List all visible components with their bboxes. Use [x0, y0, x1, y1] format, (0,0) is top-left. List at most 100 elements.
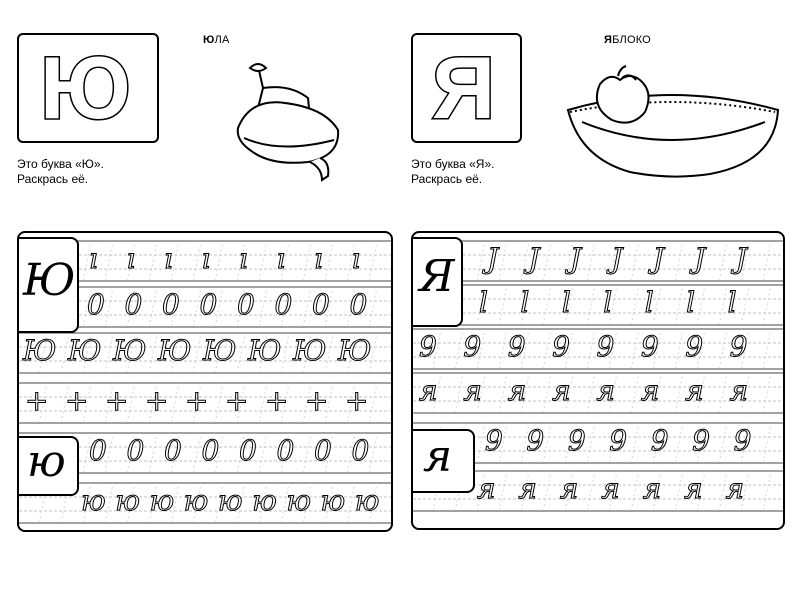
trace-glyph: я: [552, 374, 572, 407]
trace-glyph: +: [104, 384, 129, 417]
trace-glyph: J: [569, 242, 582, 275]
trace-glyph: я: [559, 472, 579, 505]
trace-glyph: 0: [276, 434, 295, 467]
trace-glyph: Ю: [67, 334, 102, 367]
trace-glyph: +: [264, 384, 289, 417]
spinning-top-icon: [236, 63, 340, 182]
trace-glyph: Ю: [157, 334, 192, 367]
caption-line-1: Это буква «Ю».: [17, 157, 104, 171]
trace-glyph: я: [463, 374, 483, 407]
tab-cursive-lower-ya: я: [413, 429, 475, 493]
trace-glyph: ı: [201, 242, 211, 275]
trace-glyph: я: [642, 472, 662, 505]
word-first-letter: Я: [604, 34, 613, 46]
trace-glyph: 0: [87, 288, 106, 321]
trace-glyph: ю: [115, 484, 141, 517]
trace-glyph: +: [184, 384, 209, 417]
trace-glyph: l: [644, 286, 654, 319]
cursive-lower-ya: я: [423, 431, 453, 482]
trace-glyph: ı: [239, 242, 249, 275]
trace-glyph: 9: [463, 330, 482, 363]
trace-glyph: я: [596, 374, 616, 407]
trace-glyph: Ю: [112, 334, 147, 367]
trace-glyph: Ю: [202, 334, 237, 367]
trace-glyph: 0: [312, 288, 331, 321]
trace-glyph: l: [561, 286, 571, 319]
trace-glyph: 9: [567, 424, 586, 457]
trace-glyph: я: [419, 374, 439, 407]
trace-glyph: 9: [419, 330, 438, 363]
letter-box-yu: [17, 33, 159, 143]
trace-glyph: ю: [286, 484, 312, 517]
trace-glyph: ю: [183, 484, 209, 517]
trace-glyph: +: [64, 384, 89, 417]
trace-glyph: я: [684, 472, 704, 505]
trace-glyph: Ю: [22, 334, 57, 367]
trace-glyph: 0: [126, 434, 145, 467]
tab-cursive-upper-ya: Я: [413, 237, 463, 327]
trace-glyph: 0: [274, 288, 293, 321]
caption-line-2: Раскрась её.: [411, 172, 483, 186]
letter-box-ya: [411, 33, 522, 143]
trace-glyph: l: [520, 286, 530, 319]
word-rest: БЛОКО: [612, 34, 651, 46]
caption-ya: Это буква «Я». Раскрась её.: [411, 157, 494, 187]
tab-cursive-lower-yu: ю: [19, 436, 79, 496]
trace-glyph: 9: [685, 330, 704, 363]
trace-glyph: я: [640, 374, 660, 407]
caption-line-1: Это буква «Я».: [411, 157, 495, 171]
trace-glyph: +: [224, 384, 249, 417]
trace-glyph: я: [601, 472, 621, 505]
trace-glyph: 0: [124, 288, 143, 321]
trace-glyph: 0: [199, 288, 218, 321]
trace-glyph: ю: [252, 484, 278, 517]
trace-glyph: 9: [733, 424, 752, 457]
trace-glyph: ı: [89, 242, 99, 275]
trace-glyph: 0: [201, 434, 220, 467]
trace-glyph: 9: [596, 330, 615, 363]
caption-line-2: Раскрась её.: [17, 172, 89, 186]
trace-glyph: ı: [314, 242, 324, 275]
trace-glyph: ı: [126, 242, 136, 275]
trace-glyph: ю: [354, 484, 380, 517]
cursive-upper-ya: Я: [419, 251, 455, 302]
cursive-upper-yu: Ю: [23, 255, 76, 306]
word-rest: ЛА: [214, 34, 230, 46]
trace-glyph: +: [344, 384, 369, 417]
cursive-lower-yu: ю: [27, 436, 66, 487]
trace-glyph: 0: [351, 434, 370, 467]
trace-glyph: l: [603, 286, 613, 319]
trace-glyph: я: [518, 472, 538, 505]
trace-glyph: 9: [526, 424, 545, 457]
trace-glyph: 9: [552, 330, 571, 363]
caption-yu: Это буква «Ю». Раскрась её.: [17, 157, 104, 187]
trace-glyph: ı: [276, 242, 286, 275]
word-yula: ЮЛА: [203, 34, 230, 46]
trace-glyph: я: [477, 472, 497, 505]
trace-glyph: J: [652, 242, 664, 275]
trace-glyph: 9: [692, 424, 711, 457]
trace-glyph: l: [479, 286, 489, 319]
trace-glyph: J: [528, 242, 540, 275]
trace-glyph: 0: [239, 434, 258, 467]
trace-glyph: Ю: [337, 334, 372, 367]
trace-glyph: +: [144, 384, 169, 417]
trace-glyph: 9: [485, 424, 504, 457]
word-yabloko: ЯБЛОКО: [604, 34, 651, 46]
trace-glyph: ю: [149, 484, 175, 517]
word-first-letter: Ю: [203, 34, 215, 46]
trace-glyph: 9: [650, 424, 669, 457]
trace-glyph: +: [24, 384, 49, 417]
trace-glyph: 0: [314, 434, 333, 467]
trace-glyph: я: [725, 472, 745, 505]
trace-glyph: J: [486, 242, 499, 275]
apple-in-bowl-icon: [566, 65, 780, 178]
trace-glyph: ю: [320, 484, 346, 517]
trace-glyph: Ю: [247, 334, 282, 367]
trace-glyph: 9: [729, 330, 748, 363]
trace-glyph: ı: [164, 242, 174, 275]
trace-glyph: 0: [89, 434, 108, 467]
ruled-lines-left: [19, 240, 391, 524]
